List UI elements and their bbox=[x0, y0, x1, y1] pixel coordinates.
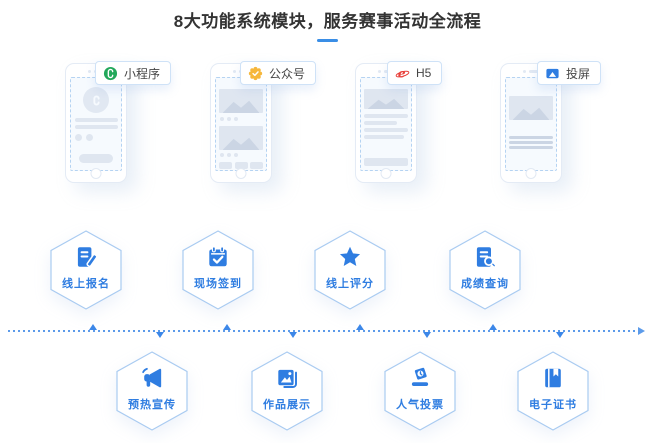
module-label: 成绩查询 bbox=[461, 278, 509, 290]
hexagon-outline bbox=[517, 351, 589, 431]
phone-home-button bbox=[235, 168, 247, 179]
promotion-megaphone-icon bbox=[142, 367, 162, 388]
page-title: 8大功能系统模块，服务赛事活动全流程 bbox=[173, 12, 482, 31]
miniprogram-icon bbox=[103, 66, 118, 80]
process-timeline bbox=[8, 324, 645, 338]
hexagon-outline bbox=[314, 230, 386, 310]
hexagon-outline bbox=[116, 351, 188, 431]
module-label: 电子证书 bbox=[529, 399, 577, 411]
module-result-query: 成绩查询 bbox=[449, 230, 521, 310]
module-label: 人气投票 bbox=[396, 399, 444, 411]
module-online-signup: 线上报名 bbox=[50, 230, 122, 310]
phone-screen bbox=[505, 77, 557, 171]
hexagon-outline bbox=[50, 230, 122, 310]
platform-badge-official-account: 公众号 bbox=[240, 61, 317, 85]
timeline-arrow-down-icon bbox=[423, 332, 431, 338]
screen-cast-icon bbox=[546, 68, 559, 78]
hexagon-outline bbox=[384, 351, 456, 431]
module-label: 线上评分 bbox=[326, 278, 374, 290]
result-query-icon bbox=[476, 247, 496, 268]
module-label: 预热宣传 bbox=[128, 399, 176, 411]
module-online-score: 线上评分 bbox=[314, 230, 386, 310]
module-label: 作品展示 bbox=[263, 399, 311, 411]
title-underline bbox=[317, 39, 338, 42]
miniprogram-logo-placeholder bbox=[92, 95, 100, 105]
phone-screen bbox=[215, 77, 267, 171]
avatar bbox=[83, 87, 109, 113]
official-account-icon bbox=[248, 66, 263, 80]
phone-screen bbox=[70, 77, 122, 171]
phone-speaker bbox=[523, 70, 539, 73]
svg-text:e: e bbox=[398, 66, 406, 80]
timeline-arrow-up-icon bbox=[223, 324, 231, 330]
platform-badge-label: H5 bbox=[416, 66, 432, 80]
phone-screen bbox=[360, 77, 412, 171]
onsite-checkin-icon bbox=[209, 246, 227, 267]
module-label: 线上报名 bbox=[62, 278, 110, 290]
hexagon-outline bbox=[182, 230, 254, 310]
timeline-arrow-right-icon bbox=[638, 327, 645, 335]
e-certificate-icon bbox=[545, 368, 561, 388]
platform-badge-h5: e H5 bbox=[387, 61, 443, 85]
module-e-certificate: 电子证书 bbox=[517, 351, 589, 431]
timeline-arrow-up-icon bbox=[489, 324, 497, 330]
module-promotion: 预热宣传 bbox=[116, 351, 188, 431]
works-gallery-icon bbox=[278, 369, 297, 388]
phone-home-button bbox=[90, 168, 102, 179]
module-label: 现场签到 bbox=[194, 278, 242, 290]
timeline-arrow-down-icon bbox=[156, 332, 164, 338]
hexagon-outline bbox=[251, 351, 323, 431]
module-works-gallery: 作品展示 bbox=[251, 351, 323, 431]
module-onsite-checkin: 现场签到 bbox=[182, 230, 254, 310]
timeline-arrow-down-icon bbox=[556, 332, 564, 338]
online-score-icon bbox=[339, 246, 361, 266]
hexagon-outline bbox=[449, 230, 521, 310]
platform-badge-label: 小程序 bbox=[124, 66, 161, 81]
platform-badge-screencast: 投屏 bbox=[537, 61, 602, 85]
timeline-arrow-up-icon bbox=[356, 324, 364, 330]
phone-home-button bbox=[525, 168, 537, 179]
h5-browser-icon: e bbox=[395, 66, 410, 80]
phone-mockup-official-account bbox=[210, 63, 272, 183]
timeline-arrow-down-icon bbox=[289, 332, 297, 338]
platform-badge-miniprogram: 小程序 bbox=[95, 61, 172, 85]
phone-home-button bbox=[380, 168, 392, 179]
module-popularity-vote: 人气投票 bbox=[384, 351, 456, 431]
platform-badge-label: 投屏 bbox=[566, 66, 591, 81]
online-signup-icon bbox=[77, 247, 98, 268]
timeline-arrow-up-icon bbox=[89, 324, 97, 330]
platform-badge-label: 公众号 bbox=[269, 66, 306, 81]
popularity-vote-icon bbox=[411, 367, 429, 386]
